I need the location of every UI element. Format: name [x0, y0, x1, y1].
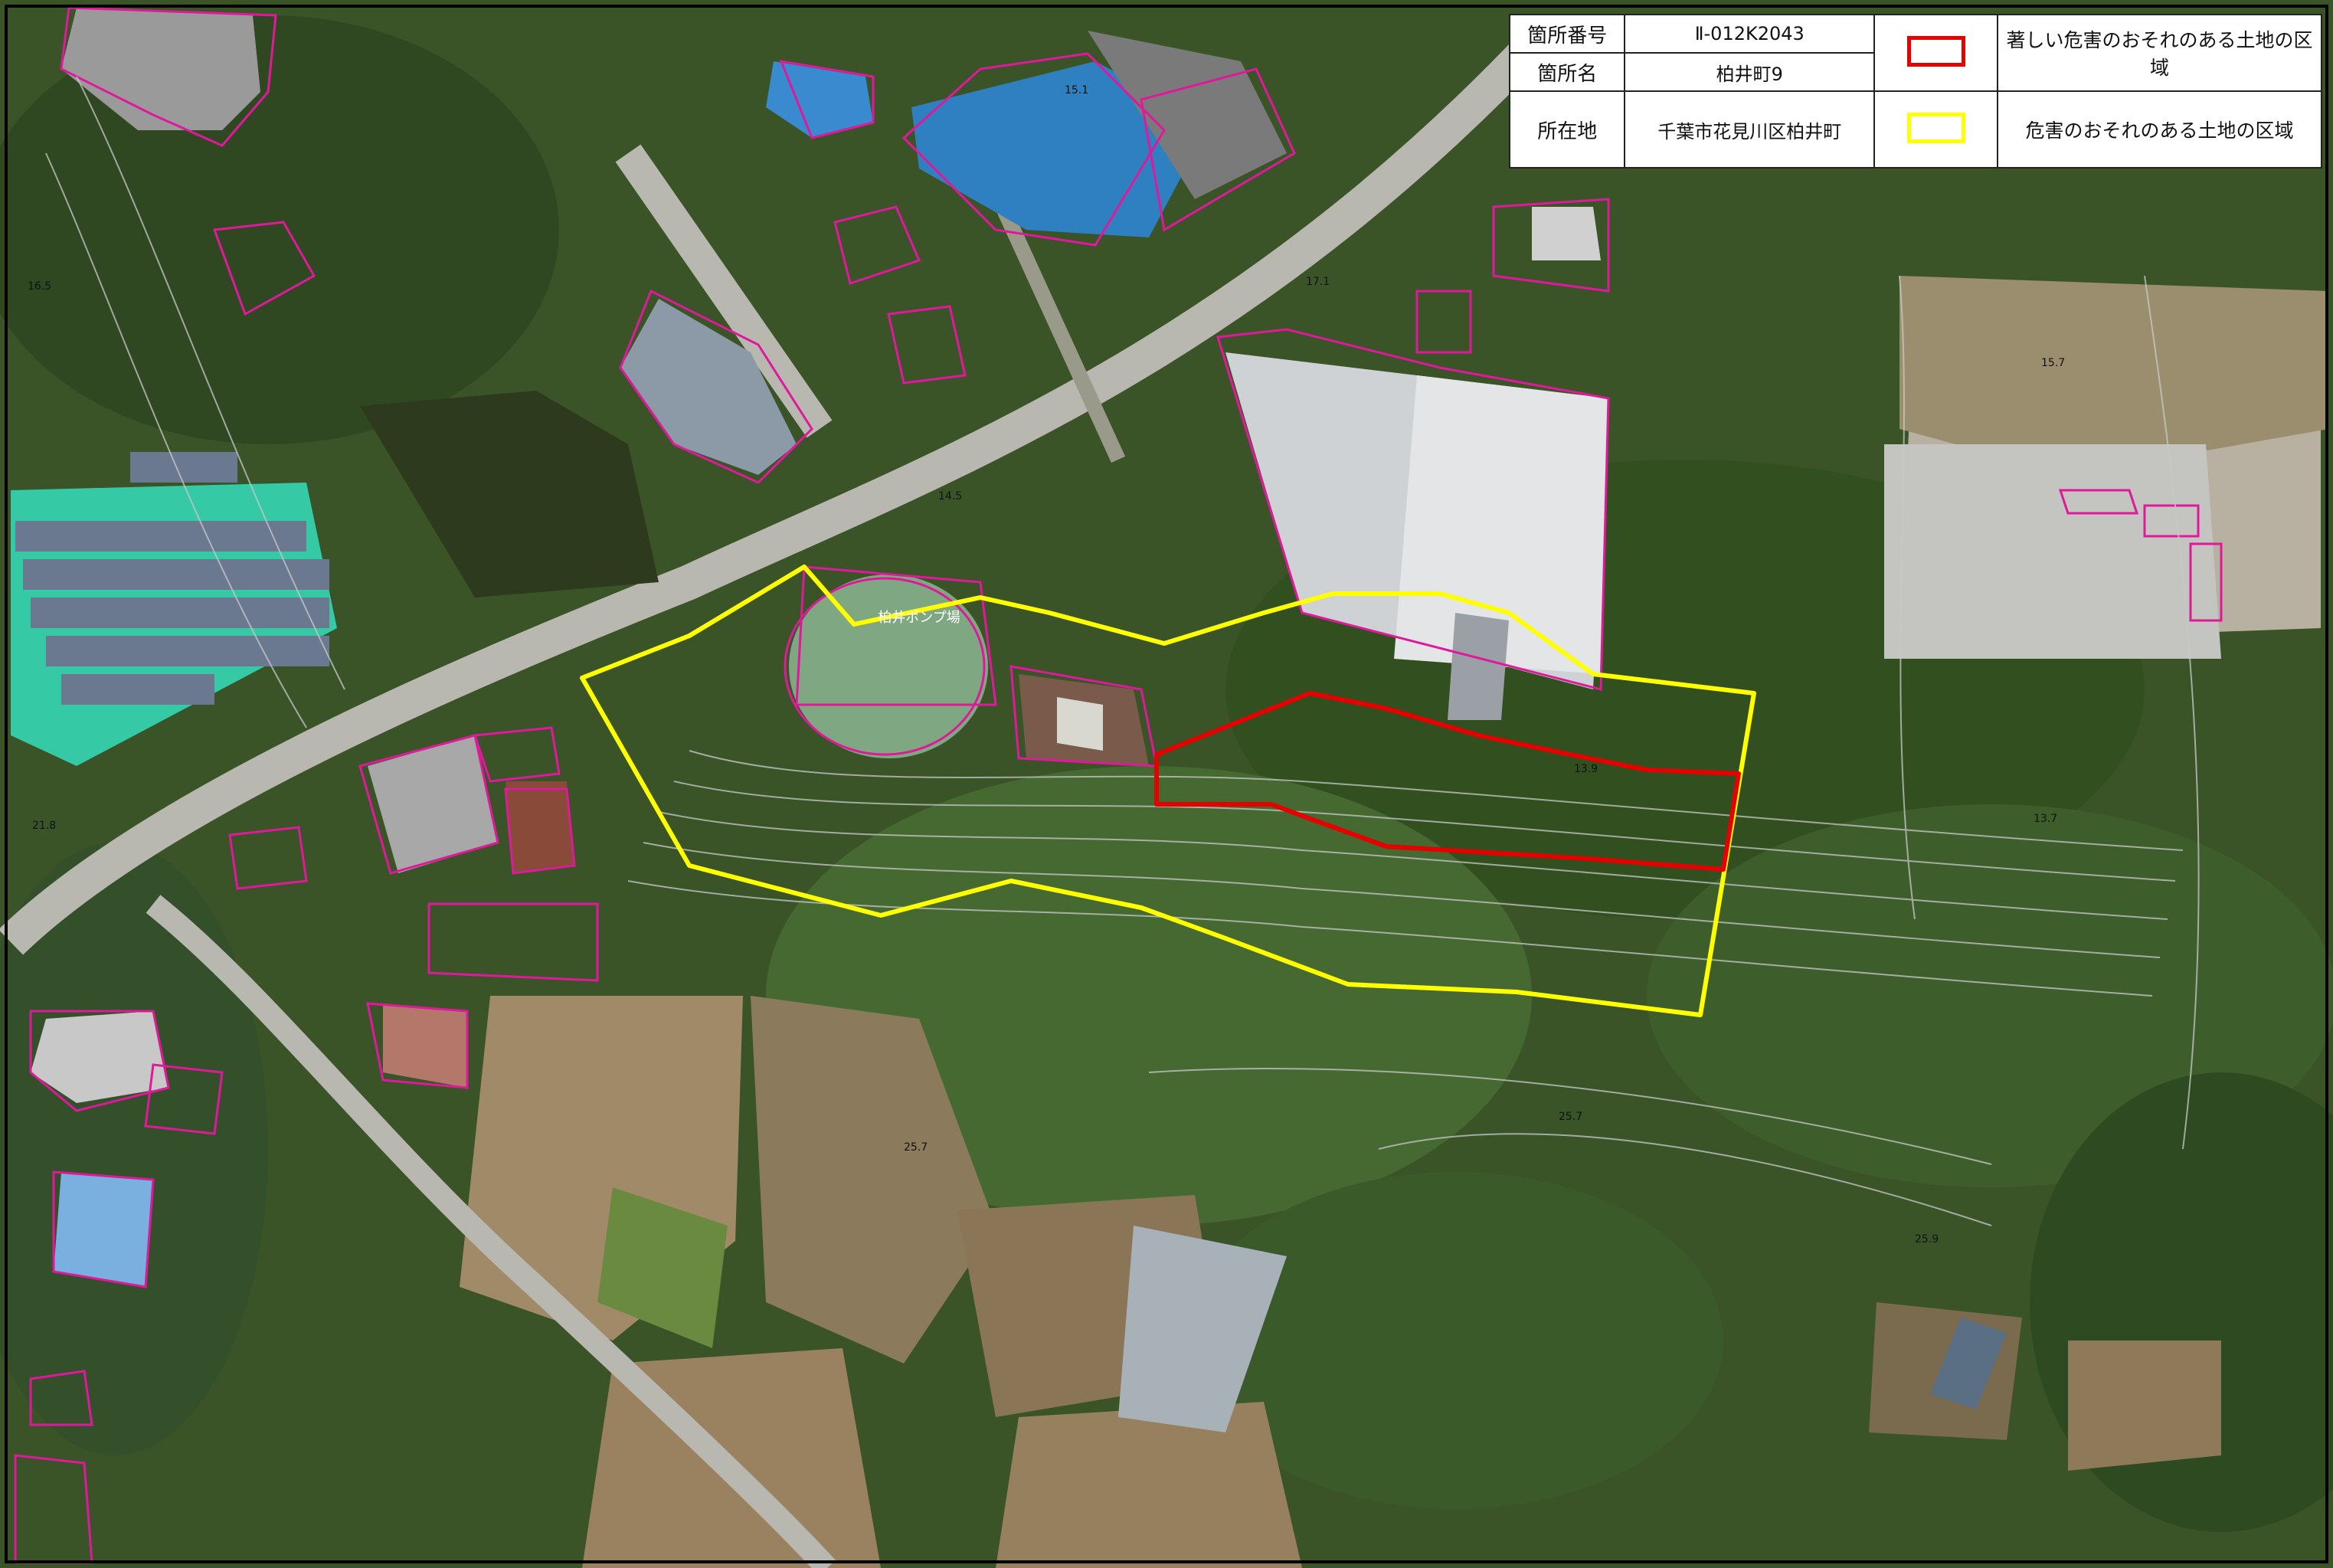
roads	[0, 34, 1545, 1568]
red-swatch-cell	[1873, 14, 1999, 92]
elevation-label: 25.7	[1559, 1111, 1582, 1123]
elevation-label: 13.9	[1574, 763, 1598, 775]
solar-farm	[11, 452, 337, 766]
buildings	[31, 8, 2221, 1432]
elevation-label: 17.1	[1306, 276, 1330, 288]
elevation-label: 25.9	[1915, 1233, 1939, 1246]
yellow-swatch-cell	[1873, 90, 1999, 169]
yellow-hazard-zone	[580, 565, 1756, 1017]
elevation-label: 14.5	[938, 490, 962, 502]
map-border	[5, 5, 2328, 1563]
elevation-label: 15.1	[1065, 84, 1088, 97]
yellow-swatch	[1906, 113, 1965, 143]
yellow-zone-description: 危害のおそれのある土地の区域	[1997, 90, 2322, 169]
elevation-label: 25.7	[904, 1141, 928, 1154]
elevation-labels: 15.1 16.5 17.1 15.7 14.5 13.9 13.7 21.8 …	[28, 84, 2065, 1246]
building-outlines	[14, 6, 2223, 1564]
legend-table: 箇所番号 Ⅱ-012K2043 著しい危害のおそれのある土地の区域 箇所名 柏井…	[1508, 14, 2322, 169]
elevation-label: 16.5	[28, 280, 51, 293]
id-label: 箇所番号	[1508, 14, 1626, 54]
name-label: 箇所名	[1508, 52, 1626, 92]
name-value: 柏井町9	[1624, 52, 1876, 92]
pump-station-label: 柏井ポンプ場	[878, 610, 960, 626]
red-swatch	[1906, 36, 1965, 67]
id-value: Ⅱ-012K2043	[1624, 14, 1876, 54]
red-zone-description: 著しい危害のおそれのある土地の区域	[1997, 14, 2322, 92]
location-value: 千葉市花見川区柏井町	[1624, 90, 1876, 169]
elevation-label: 15.7	[2041, 357, 2065, 369]
location-label: 所在地	[1508, 90, 1626, 169]
red-hazard-zone	[1154, 691, 1741, 872]
elevation-label: 13.7	[2034, 813, 2057, 825]
elevation-label: 21.8	[32, 820, 56, 832]
contour-lines	[45, 76, 2200, 1226]
